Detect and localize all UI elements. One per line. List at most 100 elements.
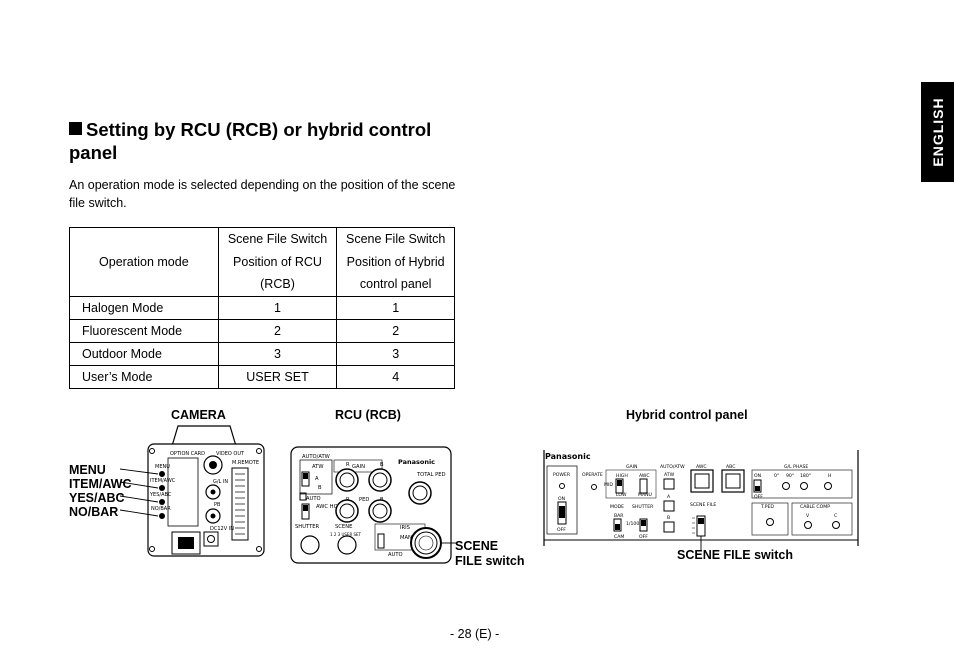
hybrid-90-deg-text: 90° [786, 473, 794, 479]
hybrid-b-text: B [667, 515, 670, 521]
camera-pb-text: PB [214, 502, 221, 508]
hybrid-h-text: H [828, 473, 831, 479]
hybrid-manu-text: MANU [638, 492, 652, 498]
camera-dc12v-text: DC12V IN [210, 526, 234, 532]
hybrid-cam-text: CAM [614, 534, 624, 540]
v-cable-knob-icon[interactable] [804, 521, 812, 529]
rcu-gain-r-text: R [346, 462, 350, 468]
language-tab-label: ENGLISH [929, 97, 946, 167]
hybrid-brand-logo: Panasonic [545, 452, 591, 461]
camera-menu-text: MENU [155, 464, 170, 470]
c-cable-knob-icon[interactable] [832, 521, 840, 529]
rcu-panel-figure: Panasonic AUTO/ATW ATW A B AUTO AWC HOLD… [290, 446, 452, 564]
rcu-man-text: MAN [400, 535, 412, 541]
hybrid-awc-text: AWC [639, 473, 650, 479]
rcu-gain-b-text: B [380, 462, 384, 468]
camera-no-bar-text: NO/BAR [151, 506, 171, 512]
screw-icon [256, 546, 262, 552]
table-row: Fluorescent Mode 2 2 [69, 318, 455, 343]
table-row: Halogen Mode 1 1 [69, 295, 455, 320]
camera-caption: CAMERA [171, 408, 226, 422]
camera-item-awc-text: ITEM/AWC [150, 478, 176, 484]
hybrid-t-ped-text: T.PED [760, 504, 774, 510]
rcu-auto-text: AUTO [306, 496, 321, 502]
menu-button[interactable] [159, 471, 165, 477]
hybrid-power-off-text: OFF [557, 527, 566, 533]
hybrid-awc-switch[interactable] [639, 478, 648, 494]
hybrid-gl-phase-text: G/L PHASE [784, 464, 808, 470]
phase-knob-icon[interactable] [800, 482, 808, 490]
table-row: User’s Mode USER SET 4 [69, 364, 455, 389]
rcu-shutter-knob[interactable] [300, 535, 320, 555]
hybrid-step-text: 1/100 [626, 521, 639, 527]
hybrid-mode-text: MODE [610, 504, 624, 510]
hybrid-low-text: LOW [616, 492, 627, 498]
hybrid-scene-file-text: SCENE FILE [690, 502, 716, 508]
camera-rear-panel-figure: OPTION CARD VIDEO OUT M.REMOTE G/L IN PB… [120, 425, 265, 557]
camera-label-menu: MENU [69, 463, 106, 477]
rcu-iris-auto-text: AUTO [388, 552, 403, 558]
hybrid-bar-text: BAR [614, 513, 624, 519]
table-cell: User’s Mode [69, 364, 219, 389]
camera-top-housing [171, 425, 237, 447]
operation-mode-table: Operation mode Scene File Switch Positio… [69, 227, 455, 389]
hybrid-atw-button[interactable] [663, 478, 675, 490]
hybrid-scene-label: SCENE FILE switch [677, 548, 793, 562]
phase-knob-icon[interactable] [782, 482, 790, 490]
item-awc-button[interactable] [159, 485, 165, 491]
rcu-a-text: A [315, 476, 319, 482]
rcu-label-leader [451, 542, 457, 544]
rcu-gain-text: GAIN [352, 464, 365, 470]
no-bar-button[interactable] [159, 513, 165, 519]
rcu-scene-file-knob[interactable] [337, 535, 357, 555]
language-tab: ENGLISH [921, 82, 954, 182]
h-phase-knob-icon[interactable] [824, 482, 832, 490]
square-bullet-icon [69, 122, 82, 135]
screw-icon [149, 546, 155, 552]
table-cell: Fluorescent Mode [69, 318, 219, 343]
rcu-total-ped-text: TOTAL PED [416, 472, 446, 478]
table-cell: 4 [336, 364, 455, 389]
hybrid-high-text: HIGH [616, 473, 628, 479]
hybrid-abc-button-text: ABC [726, 464, 735, 470]
rcu-ped-text: PED [359, 497, 369, 503]
hybrid-gain-text: GAIN [626, 464, 638, 470]
hybrid-power-text: POWER [553, 472, 571, 478]
rcu-iris-text: IRIS [400, 525, 410, 531]
hybrid-control-panel-figure: Panasonic POWER ON OFF OPERATE GAIN HIGH… [543, 450, 859, 550]
power-indicator-icon [559, 483, 565, 489]
hybrid-shutter-text: SHUTTER [632, 504, 654, 510]
table-header-cell: Scene File Switch Position of RCU (RCB) [217, 227, 338, 297]
yes-abc-button[interactable] [159, 499, 165, 505]
table-cell: 3 [217, 341, 338, 366]
rcu-auto-atw-text: AUTO/ATW [302, 454, 330, 460]
page-number: - 28 (E) - [450, 627, 500, 641]
hybrid-180-deg-text: 180° [800, 473, 811, 479]
connector-pin-icon [209, 461, 217, 469]
table-cell: 1 [217, 295, 338, 320]
rcu-shutter-text: SHUTTER [295, 524, 320, 530]
camera-video-out-text: VIDEO OUT [216, 451, 245, 457]
hybrid-operate-text: OPERATE [582, 472, 603, 478]
rcu-iris-switch[interactable] [377, 533, 385, 549]
rcu-awc-switch[interactable] [301, 503, 310, 520]
operate-indicator-icon [591, 484, 597, 490]
rcu-file-switch-label: FILE switch [455, 554, 525, 568]
hybrid-a-button[interactable] [663, 500, 675, 512]
hybrid-auto-atw-text: AUTO/ATW [660, 464, 685, 470]
dc-in-jack [203, 531, 219, 547]
rcu-scene-text: SCENE [335, 524, 352, 530]
hybrid-caption: Hybrid control panel [626, 408, 748, 422]
section-intro: An operation mode is selected depending … [69, 178, 456, 210]
hybrid-b-button[interactable] [663, 521, 675, 533]
rcu-atw-text: ATW [312, 464, 323, 470]
dc-jack-icon [207, 535, 215, 543]
t-ped-knob-icon[interactable] [766, 518, 774, 526]
rcu-b-text: B [318, 485, 322, 491]
table-cell: 2 [336, 318, 455, 343]
hybrid-atw-text: ATW [664, 472, 675, 478]
hybrid-on-text: ON [754, 473, 761, 479]
table-cell: Halogen Mode [69, 295, 219, 320]
camera-label-item-awc: ITEM/AWC [69, 477, 132, 491]
camera-label-no-bar: NO/BAR [69, 505, 119, 519]
